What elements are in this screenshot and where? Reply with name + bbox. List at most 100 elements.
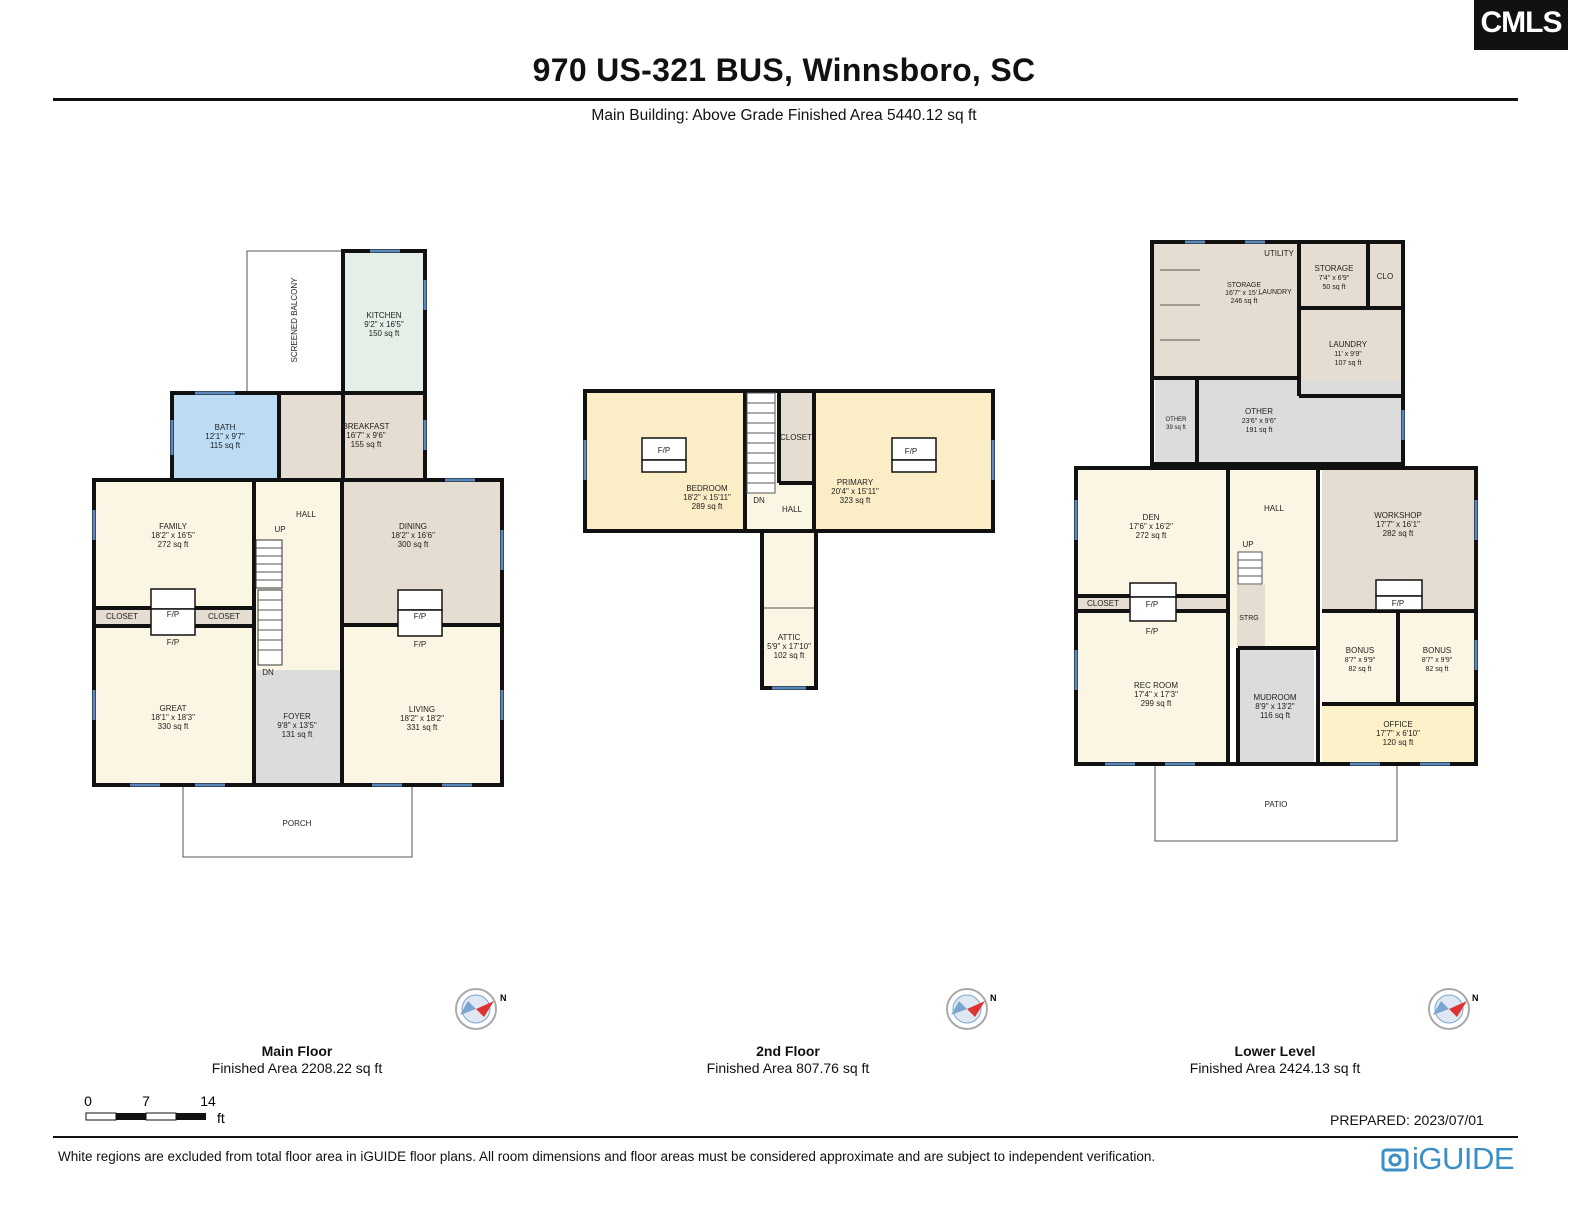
room-dims-foyer: 9'8" x 13'5" [277, 721, 317, 730]
room-area-storage: 246 sq ft [1231, 298, 1258, 305]
bath-room [172, 393, 279, 478]
footer-divider [53, 1136, 1518, 1138]
room-area-bath: 115 sq ft [210, 441, 241, 450]
room-dims-mudroom: 8'9" x 13'2" [1255, 702, 1295, 711]
compass-second: N [946, 988, 997, 1030]
room-area-office: 120 sq ft [1383, 738, 1414, 747]
room-dims-breakfast: 16'7" x 9'6" [346, 431, 386, 440]
room-dims-den: 17'6" x 16'2" [1129, 522, 1173, 531]
label-fp-living: F/P [414, 640, 426, 649]
clo-room [1368, 244, 1403, 308]
label-strg: STRG [1239, 615, 1258, 622]
compass-n-label: N [990, 993, 997, 1003]
room-name-primary: PRIMARY [837, 478, 874, 487]
room-area-storage-small: 50 sq ft [1323, 284, 1346, 291]
scale-tick-0: 0 [84, 1093, 92, 1109]
compass-n-label: N [1472, 993, 1479, 1003]
label-fp-family: F/P [167, 610, 179, 619]
room-area-workshop: 282 sq ft [1383, 529, 1414, 538]
disclaimer-text: White regions are excluded from total fl… [58, 1149, 1156, 1164]
scale-unit: ft [217, 1110, 225, 1126]
label-clo: CLO [1377, 272, 1393, 281]
room-name-rec-room: REC ROOM [1134, 681, 1178, 690]
room-dims-living: 18'2" x 18'2" [400, 714, 444, 723]
porch-area [182, 784, 413, 858]
room-name-family: FAMILY [159, 522, 188, 531]
label-fp-den: F/P [1146, 600, 1158, 609]
room-area-attic: 102 sq ft [774, 651, 805, 660]
label-hall: HALL [296, 510, 317, 519]
label-patio: PATIO [1265, 800, 1288, 809]
iguide-logo-icon [1381, 1148, 1409, 1172]
room-dims-office: 17'7" x 6'10" [1376, 729, 1420, 738]
room-dims-bath: 12'1" x 9'7" [205, 432, 245, 441]
rec-room [1076, 612, 1228, 764]
room-name-bedroom: BEDROOM [686, 484, 728, 493]
bonus-room-1 [1322, 612, 1398, 704]
label-fp-dining: F/P [414, 612, 426, 621]
room-name-office: OFFICE [1383, 720, 1412, 729]
floor-area-main: Finished Area 2208.22 sq ft [212, 1060, 383, 1076]
room-name-mudroom: MUDROOM [1253, 693, 1296, 702]
label-closet-right: CLOSET [208, 612, 240, 621]
room-area-kitchen: 150 sq ft [369, 329, 400, 338]
label-up: UP [274, 525, 285, 534]
room-name-attic: ATTIC [778, 633, 801, 642]
office-room [1322, 704, 1476, 764]
room-dims-family: 18'2" x 16'5" [151, 531, 195, 540]
room-dims-attic: 5'9" x 17'10" [767, 642, 811, 651]
room-name-breakfast: BREAKFAST [342, 422, 389, 431]
room-name-den: DEN [1143, 513, 1160, 522]
second-floor-plan [583, 389, 995, 690]
mudroom-room [1238, 650, 1314, 764]
breakfast-room [279, 395, 425, 480]
label-fp-primary: F/P [905, 447, 917, 456]
storage-small-room [1300, 244, 1368, 308]
compass-lower: N [1428, 988, 1479, 1030]
floor-title-second: 2nd Floor [756, 1043, 820, 1059]
foyer-room [254, 670, 342, 785]
room-dims-storage-small: 7'4" x 6'9" [1319, 275, 1350, 282]
floor-title-lower: Lower Level [1235, 1043, 1316, 1059]
label-hall-2: HALL [782, 505, 803, 514]
strg-room [1237, 585, 1265, 647]
room-name-laundry: LAUNDRY [1329, 340, 1368, 349]
room-dims-dining: 18'2" x 16'6" [391, 531, 435, 540]
room-area-foyer: 131 sq ft [282, 730, 313, 739]
scale-tick-7: 7 [142, 1093, 150, 1109]
room-dims-primary: 20'4" x 15'11" [831, 487, 879, 496]
label-fp-bedroom: F/P [658, 446, 670, 455]
room-dims-bedroom: 18'2" x 15'11" [683, 493, 731, 502]
floor-area-lower: Finished Area 2424.13 sq ft [1190, 1060, 1361, 1076]
header-divider [53, 98, 1518, 101]
closet-room [779, 391, 814, 483]
room-area-dining: 300 sq ft [398, 540, 429, 549]
label-dn: DN [262, 668, 274, 677]
living-room [342, 625, 502, 785]
room-area-breakfast: 155 sq ft [351, 440, 382, 449]
scale-bar: 0 7 14 ft [84, 1093, 225, 1126]
room-area-bonus-2: 82 sq ft [1426, 666, 1449, 673]
label-utility: UTILITY [1264, 249, 1294, 258]
label-hall-lower: HALL [1264, 504, 1285, 513]
room-dims-laundry: 11' x 9'9" [1334, 351, 1362, 358]
kitchen-room [343, 251, 425, 395]
label-fp-great: F/P [167, 638, 179, 647]
room-name-bonus-2: BONUS [1423, 646, 1451, 655]
cmls-logo: CMLS [1474, 0, 1568, 50]
great-room [94, 626, 254, 785]
room-name-kitchen: KITCHEN [366, 311, 401, 320]
room-area-bonus-1: 82 sq ft [1349, 666, 1372, 673]
label-closet-left: CLOSET [106, 612, 138, 621]
room-name-dining: DINING [399, 522, 427, 531]
room-area-rec-room: 299 sq ft [1141, 699, 1172, 708]
page-subtitle: Main Building: Above Grade Finished Area… [591, 107, 977, 124]
bonus-room-2 [1398, 612, 1476, 704]
room-area-other-small: 39 sq ft [1166, 425, 1186, 431]
room-area-family: 272 sq ft [158, 540, 189, 549]
label-up-lower: UP [1242, 540, 1253, 549]
room-area-other: 191 sq ft [1246, 427, 1273, 434]
room-dims-workshop: 17'7" x 16'1" [1376, 520, 1420, 529]
label-closet-lower: CLOSET [1087, 599, 1119, 608]
room-area-bedroom: 289 sq ft [692, 502, 723, 511]
